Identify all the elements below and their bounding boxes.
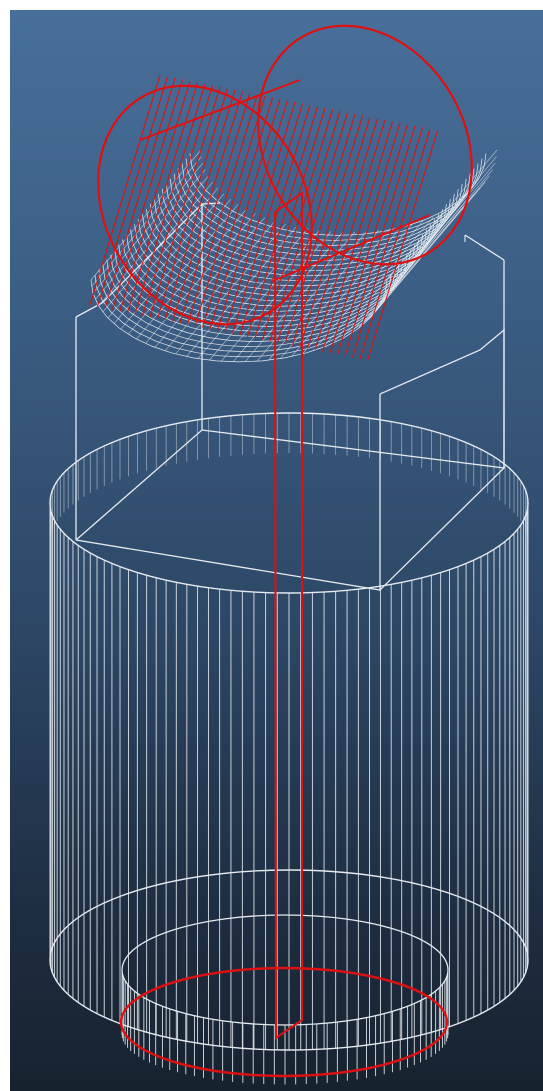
red-cylinder-hatch — [246, 106, 319, 337]
trough-arc — [146, 209, 443, 292]
trough-rib — [145, 213, 256, 344]
red-cylinder-hatch — [134, 83, 206, 315]
red-cylinder-hatch — [141, 85, 214, 316]
red-circle-edge — [119, 966, 449, 1078]
prism-back-right-top — [464, 234, 505, 261]
highlighted-circle[interactable] — [119, 966, 449, 1078]
red-cylinder-hatch — [164, 89, 236, 321]
3d-viewport[interactable] — [10, 10, 543, 1091]
trough-rib — [384, 162, 496, 294]
trough-rib — [341, 208, 452, 340]
red-cylinder-front-face — [257, 24, 473, 266]
red-cylinder-hatch — [359, 128, 431, 360]
red-cylinder-hatch — [321, 121, 394, 352]
red-cylinder-hatch — [209, 98, 281, 330]
red-cylinder-hatch — [284, 113, 356, 345]
red-cylinder-hatch — [89, 74, 161, 306]
trough-rib — [382, 169, 493, 300]
trough-arc — [173, 173, 471, 256]
red-cylinder-bottom-silhouette — [274, 214, 431, 281]
trough-rib — [92, 162, 204, 294]
red-cylinder-hatch — [126, 82, 199, 313]
red-cylinder-hatch — [224, 101, 296, 333]
red-cylinder-hatch — [186, 94, 259, 325]
trough-arc — [134, 224, 431, 307]
outer-cylinder-wireframe[interactable] — [49, 412, 529, 1051]
red-cylinder-hatch — [306, 118, 379, 349]
trough-rib — [291, 226, 402, 357]
trough-rib — [386, 149, 498, 281]
inner-cylinder-top-edge — [121, 914, 449, 1026]
trough-arc — [181, 163, 479, 246]
wireframe-scene[interactable] — [10, 10, 543, 1091]
trough-rib — [349, 204, 461, 335]
red-cylinder-hatch — [314, 119, 386, 351]
trough-rib — [113, 193, 225, 324]
prism-block-wireframe[interactable] — [75, 202, 506, 591]
trough-rib — [379, 175, 490, 307]
trough-arc — [94, 274, 392, 358]
trough-rib — [386, 156, 497, 287]
red-cylinder-back-face — [97, 84, 313, 326]
red-cylinder-hatch — [254, 107, 326, 339]
red-cylinder-hatch — [149, 86, 221, 318]
red-cylinder-hatch — [366, 130, 439, 361]
red-cylinder-hatch — [291, 115, 364, 346]
prism-right-roof — [379, 328, 505, 468]
red-cylinder-hatch — [194, 95, 266, 327]
trough-arc — [185, 158, 483, 241]
trough-rib — [332, 213, 443, 344]
trough-arc — [142, 214, 439, 297]
red-cylinder-hatch — [156, 88, 229, 319]
prism-base-outline — [75, 429, 506, 591]
red-cylinder-hatch — [344, 125, 416, 357]
highlighted-plane[interactable] — [274, 191, 303, 1040]
red-cylinder-hatch — [111, 79, 184, 310]
red-cylinder-hatch — [351, 127, 424, 358]
trough-rib — [102, 181, 214, 313]
trough-rib — [154, 217, 266, 348]
trough-rib — [127, 204, 239, 335]
trough-arc — [189, 153, 487, 236]
trough-rib — [312, 220, 424, 352]
red-cylinder-hatch — [96, 76, 169, 307]
red-cylinder-hatch — [231, 103, 304, 334]
red-cylinder-hatch — [201, 97, 274, 328]
red-cylinder-hatch — [261, 109, 334, 340]
red-cylinder-hatch — [179, 92, 251, 324]
red-plane-outline — [274, 191, 303, 1040]
trough-rib — [107, 187, 219, 319]
trough-rib — [322, 217, 434, 348]
red-cylinder-hatch — [119, 80, 191, 312]
red-cylinder-hatch — [276, 112, 349, 343]
red-cylinder-hatch — [329, 122, 401, 354]
trough-arc — [102, 264, 400, 348]
red-cylinder-hatch — [171, 91, 244, 322]
trough-arc — [106, 259, 404, 343]
trough-rib — [186, 226, 297, 357]
red-cylinder-hatch — [216, 100, 289, 331]
red-cylinder-hatch — [299, 116, 371, 348]
trough-rib — [279, 228, 391, 359]
highlighted-cylinder[interactable] — [56, 10, 514, 363]
trough-rib — [90, 149, 202, 281]
trough-rib — [98, 175, 209, 307]
trough-arc — [90, 279, 388, 363]
trough-rib — [136, 208, 247, 340]
red-cylinder-hatch — [336, 124, 409, 355]
red-cylinder-hatch — [269, 110, 341, 342]
red-cylinder-hatch — [104, 77, 176, 309]
trough-arc — [110, 254, 408, 337]
trough-rib — [120, 199, 231, 330]
trough-rib — [164, 220, 276, 352]
